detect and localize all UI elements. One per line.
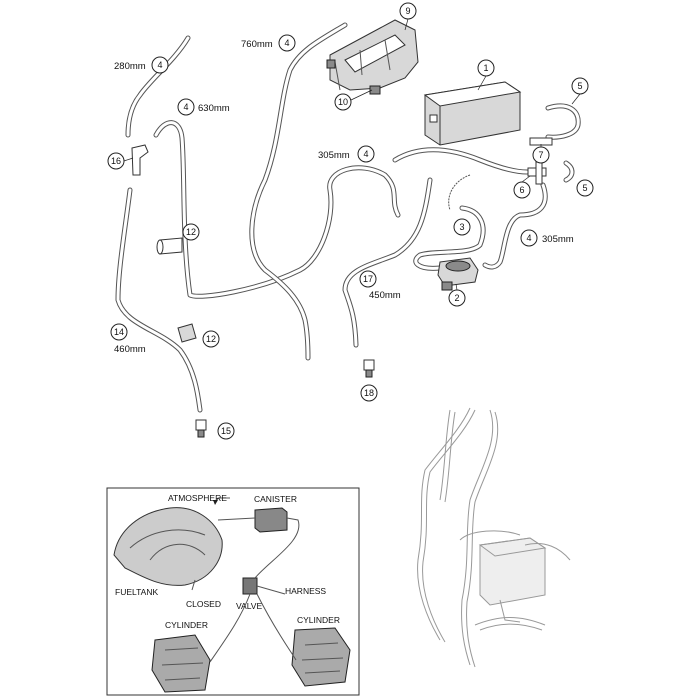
length-630mm: 630mm — [198, 103, 230, 114]
hose-clip-lower — [177, 323, 197, 343]
callout-12-lower: 12 — [202, 330, 220, 348]
svg-text:4: 4 — [183, 102, 188, 112]
svg-text:3: 3 — [459, 222, 464, 232]
inset-label-atmosphere: ATMOSPHERE — [168, 493, 227, 503]
callout-4-305mm-lower: 4 — [520, 229, 538, 247]
callout-4-630mm: 4 — [177, 98, 195, 116]
svg-text:17: 17 — [363, 274, 373, 284]
svg-text:7: 7 — [538, 150, 543, 160]
callout-2: 2 — [448, 289, 466, 307]
purge-valve — [437, 257, 479, 291]
svg-text:1: 1 — [483, 63, 488, 73]
hose-right-elbows — [545, 103, 581, 183]
svg-text:14: 14 — [114, 327, 124, 337]
inset-label-fueltank: FUELTANK — [115, 587, 158, 597]
inset-label-harness: HARNESS — [285, 586, 326, 596]
length-305mm-upper: 305mm — [318, 150, 350, 161]
svg-text:5: 5 — [577, 81, 582, 91]
straight-fitting — [529, 137, 553, 146]
svg-text:12: 12 — [206, 334, 216, 344]
callout-10: 10 — [334, 93, 352, 111]
hose-760mm — [249, 22, 348, 361]
length-460mm: 460mm — [114, 344, 146, 355]
callout-4-760mm: 4 — [278, 34, 296, 52]
callout-9: 9 — [399, 2, 417, 20]
svg-text:18: 18 — [364, 388, 374, 398]
callout-15: 15 — [217, 422, 235, 440]
callout-16: 16 — [107, 152, 125, 170]
callout-5-upper: 5 — [571, 77, 589, 95]
svg-text:16: 16 — [111, 156, 121, 166]
length-280mm: 280mm — [114, 61, 146, 72]
length-305mm-lower: 305mm — [542, 234, 574, 245]
hose-305mm-upper — [392, 147, 530, 175]
callout-17: 17 — [359, 270, 377, 288]
hose-450mm — [342, 177, 433, 348]
svg-text:12: 12 — [186, 227, 196, 237]
inset-label-cylinder-left: CYLINDER — [165, 620, 208, 630]
hose-460mm — [115, 187, 203, 413]
inset-cylinder-left — [151, 634, 211, 693]
carbon-canister — [423, 81, 522, 146]
y-fitting — [131, 144, 149, 176]
svg-text:15: 15 — [221, 426, 231, 436]
assembled-view — [417, 407, 571, 668]
callout-6: 6 — [513, 181, 531, 199]
callout-18: 18 — [360, 384, 378, 402]
inset-label-valve: VALVE — [236, 601, 262, 611]
hose-clip-upper — [156, 237, 183, 255]
svg-text:4: 4 — [284, 38, 289, 48]
hose-280mm — [125, 35, 191, 138]
hose-305mm-lower — [482, 182, 548, 270]
closing-plug-18 — [363, 359, 375, 378]
t-fitting — [527, 161, 547, 185]
callout-14: 14 — [110, 323, 128, 341]
canister-bracket — [326, 19, 419, 95]
inset-cylinder-right — [291, 627, 351, 687]
hose-630mm — [153, 120, 401, 299]
callout-4-305mm-upper: 4 — [357, 145, 375, 163]
callout-3: 3 — [453, 218, 471, 236]
callout-7: 7 — [532, 146, 550, 164]
length-760mm: 760mm — [241, 39, 273, 50]
callout-5-lower: 5 — [576, 179, 594, 197]
leader-lines — [123, 18, 581, 291]
svg-text:9: 9 — [405, 6, 410, 16]
callout-4-280mm: 4 — [151, 56, 169, 74]
inset-label-canister: CANISTER — [254, 494, 297, 504]
svg-text:4: 4 — [363, 149, 368, 159]
svg-text:4: 4 — [526, 233, 531, 243]
svg-text:6: 6 — [519, 185, 524, 195]
inset-label-closed: CLOSED — [186, 599, 221, 609]
inset-canister — [254, 507, 288, 533]
closing-plug-15 — [195, 419, 207, 438]
svg-text:4: 4 — [157, 60, 162, 70]
hose-valve-loop — [413, 205, 486, 271]
callout-12-upper: 12 — [182, 223, 200, 241]
vent-line — [448, 174, 471, 211]
length-450mm: 450mm — [369, 290, 401, 301]
inset-label-cylinder-right: CYLINDER — [297, 615, 340, 625]
svg-text:10: 10 — [338, 97, 348, 107]
inset-valve — [242, 577, 258, 595]
inset-schematic: ATMOSPHERE CANISTER FUELTANK CLOSED VALV… — [106, 487, 360, 696]
callout-1: 1 — [477, 59, 495, 77]
svg-text:5: 5 — [582, 183, 587, 193]
svg-text:2: 2 — [454, 293, 459, 303]
